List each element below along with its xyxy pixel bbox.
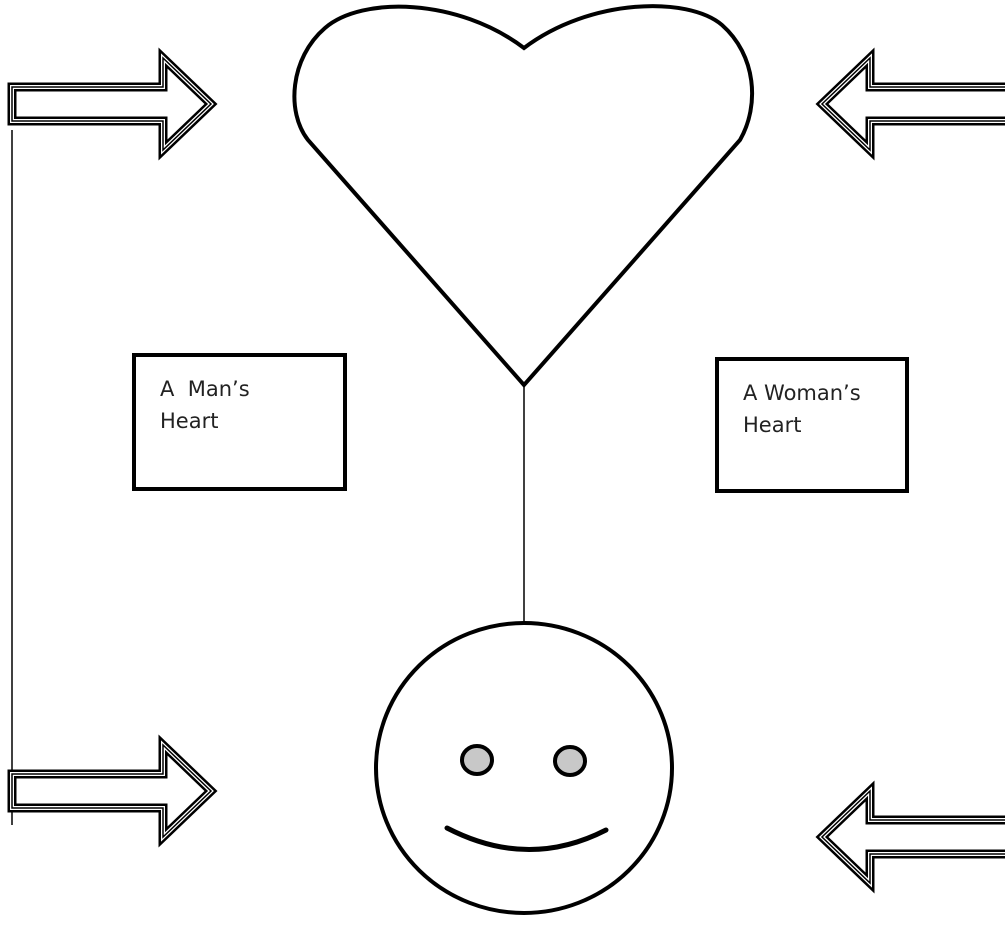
left-arrow-icon xyxy=(822,58,1005,150)
right-arrow-icon xyxy=(12,745,211,837)
heart-icon xyxy=(292,4,755,389)
face-outline xyxy=(374,621,674,915)
man-heart-label-box: A Man’s Heart xyxy=(132,353,347,491)
right-arrow-icon xyxy=(12,58,211,150)
woman-label-line1: A Woman’s xyxy=(743,381,861,405)
left-arrow-icon xyxy=(822,791,1005,883)
smile-mouth xyxy=(444,825,609,852)
smiley-face-icon xyxy=(374,621,674,915)
man-label-line2: Heart xyxy=(160,409,219,433)
woman-heart-label-box: A Woman’s Heart xyxy=(715,357,909,493)
right-eye xyxy=(553,745,587,777)
left-eye xyxy=(460,744,494,776)
woman-label-line2: Heart xyxy=(743,413,802,437)
man-label-line1: A Man’s xyxy=(160,377,250,401)
